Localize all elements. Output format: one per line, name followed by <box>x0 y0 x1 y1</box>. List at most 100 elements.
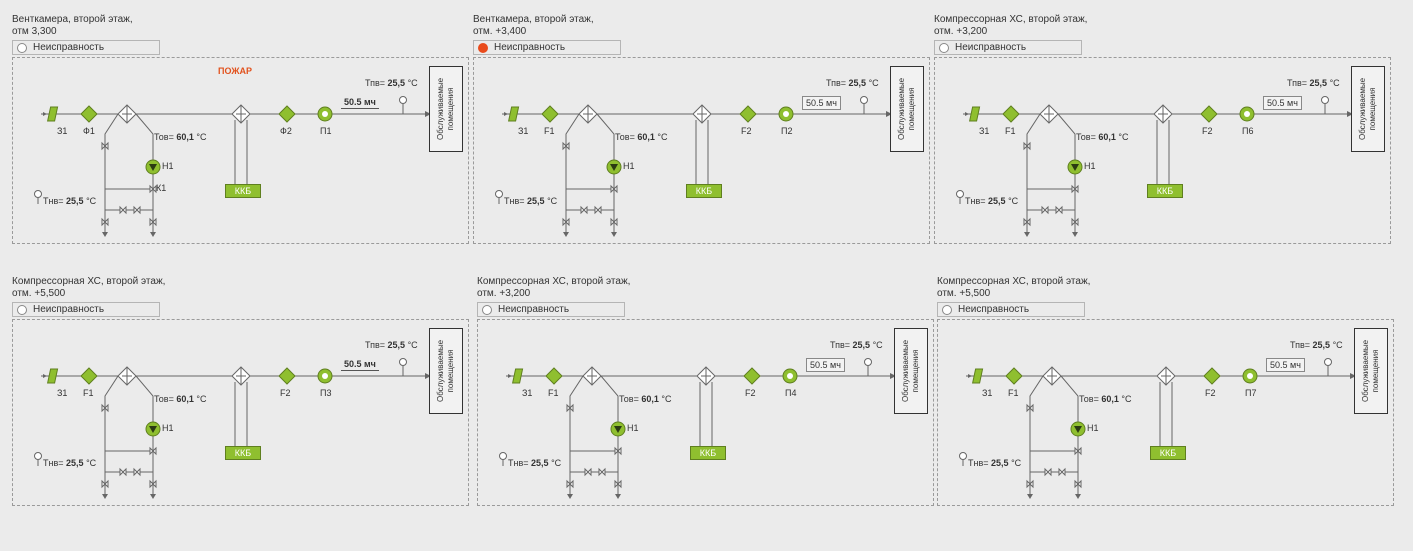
condensing-unit-kkb[interactable]: ККБ <box>686 184 722 198</box>
valve-icon <box>133 205 141 215</box>
thermometer-icon <box>399 358 407 366</box>
thermometer-icon <box>1324 358 1332 366</box>
thermometer-icon <box>864 358 872 366</box>
fan-label: П1 <box>320 126 332 136</box>
temp-unit: °С <box>547 196 558 206</box>
condensing-unit-kkb[interactable]: ККБ <box>1150 446 1186 460</box>
served-rooms-label: Обслуживаемые помещения <box>1361 339 1380 403</box>
valve-icon <box>101 479 109 489</box>
ahu-unit: Компрессорная ХС, второй этаж, отм. +3,2… <box>477 276 934 506</box>
valve-icon <box>149 184 157 194</box>
valve-icon <box>101 403 109 413</box>
heater-supply-pipe <box>135 113 154 234</box>
fault-status-label: Неисправность <box>33 42 105 53</box>
airflow-readout: 50.5 мч <box>341 358 379 371</box>
filter-2-label: F2 <box>745 388 756 398</box>
filter-1-icon <box>541 105 559 123</box>
outdoor-water-temp: Тнв= 25,5 °С <box>43 458 96 468</box>
thermometer-icon <box>495 190 503 198</box>
temp-unit: °С <box>1118 132 1129 142</box>
temp-unit: °С <box>551 458 562 468</box>
valve-icon <box>1074 479 1082 489</box>
served-rooms-label: Обслуживаемые помещения <box>897 77 916 141</box>
fault-status-label: Неисправность <box>498 304 570 315</box>
heater-return-pipe <box>1026 113 1041 234</box>
temp-prefix: Тов= <box>619 394 639 404</box>
temp-value: 25,5 <box>531 458 549 468</box>
fault-status-indicator[interactable]: Неисправность <box>473 40 621 55</box>
fault-status-dot <box>478 42 488 53</box>
fault-status-label: Неисправность <box>955 42 1027 53</box>
outdoor-water-temp: Тнв= 25,5 °С <box>968 458 1021 468</box>
ahu-unit: Компрессорная ХС, второй этаж, отм. +5,5… <box>12 276 469 506</box>
filter-1-icon <box>1005 367 1023 385</box>
valve-icon <box>1026 479 1034 489</box>
fault-status-indicator[interactable]: Неисправность <box>937 302 1085 317</box>
temp-unit: °С <box>407 78 418 88</box>
pump-label: Н1 <box>1084 161 1096 171</box>
served-rooms-box: Обслуживаемые помещения <box>1354 328 1388 414</box>
temp-prefix: Тнв= <box>43 196 64 206</box>
return-water-temp: Тов= 60,1 °С <box>1076 132 1129 142</box>
condensing-unit-kkb[interactable]: ККБ <box>225 446 261 460</box>
fault-status-indicator[interactable]: Неисправность <box>12 302 160 317</box>
thermometer-icon <box>34 452 42 460</box>
heater-supply-pipe <box>135 375 154 496</box>
filter-1-icon <box>545 367 563 385</box>
valve-icon <box>598 467 606 477</box>
temp-prefix: Тнв= <box>504 196 525 206</box>
temp-prefix: Тов= <box>154 394 174 404</box>
fault-status-indicator[interactable]: Неисправность <box>12 40 160 55</box>
unit-location-title: Венткамера, второй этаж, отм 3,300 <box>12 14 133 37</box>
drain-arrow <box>611 232 617 237</box>
heater-return-pipe <box>569 375 584 496</box>
condensing-unit-kkb[interactable]: ККБ <box>225 184 261 198</box>
damper-label: З1 <box>522 388 533 398</box>
fan-label: П2 <box>781 126 793 136</box>
temp-value: 60,1 <box>637 132 655 142</box>
valve-icon <box>1058 467 1066 477</box>
unit-location-title: Компрессорная ХС, второй этаж, отм. +5,5… <box>937 276 1091 299</box>
drain-arrow <box>615 494 621 499</box>
heater-return-pipe <box>1029 375 1044 496</box>
filter-2-label: F2 <box>1202 126 1213 136</box>
supply-air-temp: Тпв= 25,5 °С <box>830 340 883 350</box>
fault-status-label: Неисправность <box>33 304 105 315</box>
temp-value: 60,1 <box>176 394 194 404</box>
condensing-unit-kkb[interactable]: ККБ <box>1147 184 1183 198</box>
valve-icon <box>562 141 570 151</box>
thermometer-icon <box>499 452 507 460</box>
temp-prefix: Тнв= <box>968 458 989 468</box>
schematic-lines <box>34 358 431 499</box>
temp-unit: °С <box>868 78 879 88</box>
temp-value: 25,5 <box>527 196 545 206</box>
temp-unit: °С <box>1011 458 1022 468</box>
temp-value: 60,1 <box>1098 132 1116 142</box>
supply-air-temp: Тпв= 25,5 °С <box>365 340 418 350</box>
filter-1-icon <box>1002 105 1020 123</box>
supply-air-temp: Тпв= 25,5 °С <box>1287 78 1340 88</box>
fault-status-indicator[interactable]: Неисправность <box>934 40 1082 55</box>
fault-status-indicator[interactable]: Неисправность <box>477 302 625 317</box>
damper-icon <box>972 368 984 384</box>
pump-label: Н1 <box>1087 423 1099 433</box>
fan-hub <box>1247 373 1253 379</box>
filter-2-label: F2 <box>1205 388 1216 398</box>
temp-value: 25,5 <box>66 196 84 206</box>
outdoor-water-temp: Тнв= 25,5 °С <box>965 196 1018 206</box>
condensing-unit-kkb[interactable]: ККБ <box>690 446 726 460</box>
valve-icon <box>1071 184 1079 194</box>
temp-prefix: Тпв= <box>365 340 386 350</box>
damper-icon <box>47 368 59 384</box>
filter-1-label: F1 <box>1005 126 1016 136</box>
valve-icon <box>610 184 618 194</box>
filter-2-label: F2 <box>280 388 291 398</box>
temp-unit: °С <box>196 132 207 142</box>
duct-arrow-head <box>886 111 892 117</box>
fault-status-dot <box>482 304 492 315</box>
served-rooms-box: Обслуживаемые помещения <box>890 66 924 152</box>
served-rooms-label: Обслуживаемые помещения <box>901 339 920 403</box>
filter-1-label: F1 <box>83 388 94 398</box>
